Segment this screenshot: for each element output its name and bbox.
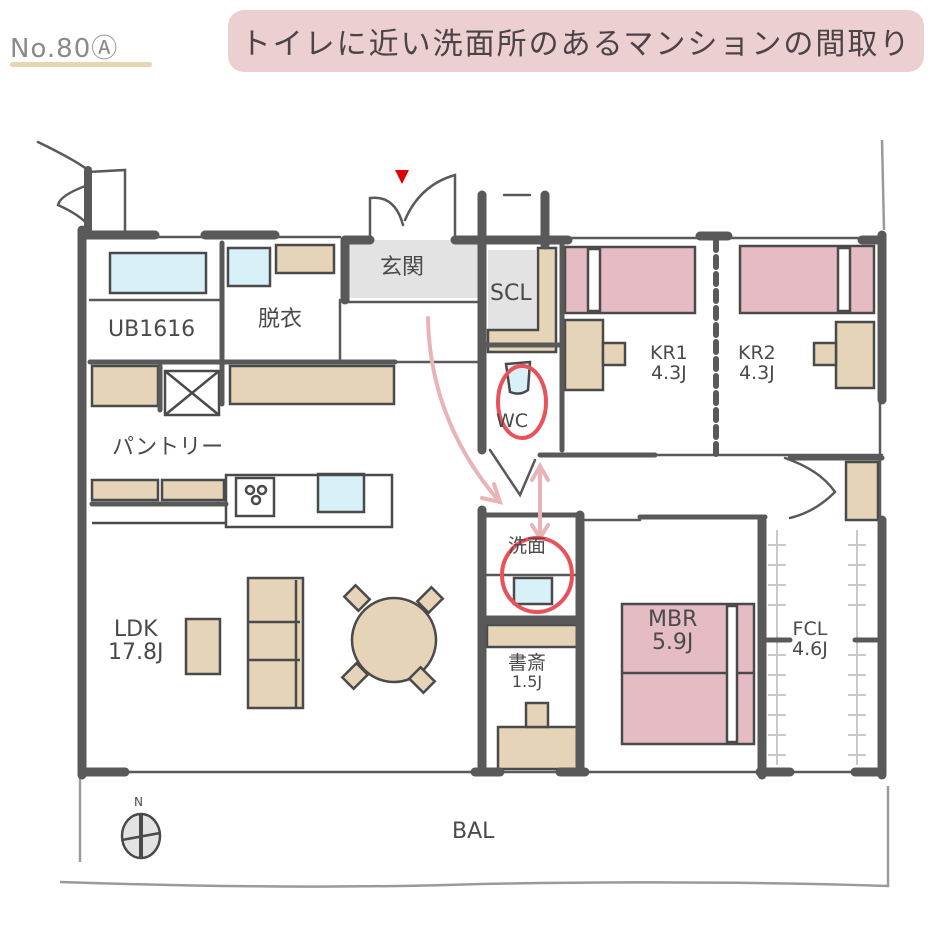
entrance-floor — [345, 240, 480, 298]
scl-floor — [488, 250, 536, 330]
room-label-balcony: BAL — [452, 819, 495, 844]
dining-table — [350, 596, 438, 684]
sofa — [246, 576, 305, 710]
kr2-bed — [738, 244, 876, 315]
furniture — [90, 243, 880, 771]
kitchen-back-counter-a — [90, 478, 160, 502]
study-name: 書斎 — [508, 652, 547, 674]
title-banner: トイレに近い洗面所のあるマンションの間取り — [228, 10, 924, 72]
floor-fills — [345, 240, 536, 330]
plan-number: No.80Ⓐ — [10, 34, 119, 64]
kr1-size: 4.3J — [650, 361, 687, 384]
room-label-ldk: LDK 17.8J — [108, 618, 163, 664]
kitchen-sink — [316, 472, 366, 514]
room-label-wc: WC — [496, 410, 529, 432]
washroom-highlight — [500, 536, 574, 614]
room-label-study: 書斎 1.5J — [508, 652, 547, 691]
balcony-outline — [59, 139, 890, 888]
room-label-kr2: KR2 4.3J — [738, 342, 776, 384]
room-label-fcl: FCL 4.6J — [792, 618, 828, 660]
scl-shelf — [486, 246, 558, 354]
closet-hangers — [768, 530, 866, 765]
kr1-chair — [601, 341, 627, 367]
highlight-circles — [496, 364, 574, 614]
kitchen — [92, 369, 394, 529]
study-size: 1.5J — [511, 671, 543, 691]
page-title: トイレに近い洗面所のあるマンションの間取り — [240, 27, 912, 62]
study-chair — [524, 701, 550, 729]
ldk-name: LDK — [113, 617, 158, 642]
bathtub — [108, 251, 208, 295]
pantry-shelf-right — [228, 364, 396, 406]
room-label-ub: UB1616 — [108, 317, 196, 342]
compass-icon — [120, 812, 162, 860]
room-label-dressing: 脱衣 — [258, 307, 303, 332]
wc-highlight — [496, 364, 548, 440]
ldk-size: 17.8J — [108, 640, 164, 666]
room-label-mbr: MBR 5.9J — [648, 608, 697, 654]
flow-arrows — [426, 316, 550, 542]
kr1-bed — [563, 245, 697, 315]
hall-storage — [844, 460, 880, 522]
kitchen-back-counter-b — [160, 478, 226, 502]
entry-marker-icon — [395, 170, 409, 184]
dining-chair-3 — [340, 661, 370, 691]
study-shelf — [485, 623, 579, 649]
duct-shaft — [163, 369, 221, 417]
cooktop — [234, 476, 276, 518]
kr2-name: KR2 — [738, 342, 776, 364]
fcl-size: 4.6J — [792, 637, 828, 660]
dining-chair-4 — [407, 665, 437, 695]
room-label-scl: SCL — [490, 281, 532, 306]
room-label-washroom: 洗面 — [508, 535, 547, 557]
study-desk — [496, 725, 580, 771]
dressing-shelf — [274, 243, 336, 275]
walls — [36, 140, 887, 780]
dining-chair-2 — [415, 585, 445, 615]
mbr-name: MBR — [648, 607, 698, 632]
pantry-shelf-left — [90, 364, 160, 408]
kr2-desk — [834, 320, 876, 390]
water-fixtures — [108, 246, 554, 606]
mbr-size: 5.9J — [651, 630, 694, 656]
kr1-name: KR1 — [650, 342, 688, 364]
dining-chair-1 — [342, 583, 372, 613]
fcl-name: FCL — [792, 618, 828, 640]
dressing-sink — [226, 246, 272, 288]
kr2-size: 4.3J — [738, 361, 775, 384]
plan-number-underline — [10, 62, 152, 67]
compass-north-label: N — [134, 795, 143, 809]
kitchen-counter — [224, 473, 394, 529]
room-label-kr1: KR1 4.3J — [650, 342, 688, 384]
kr1-desk — [563, 318, 605, 392]
wash-basin — [512, 576, 554, 606]
room-label-entrance: 玄関 — [380, 255, 425, 280]
beds — [563, 244, 876, 746]
lounge-chair — [184, 617, 222, 676]
room-label-pantry: パントリー — [112, 435, 224, 460]
kr2-chair — [812, 341, 838, 367]
